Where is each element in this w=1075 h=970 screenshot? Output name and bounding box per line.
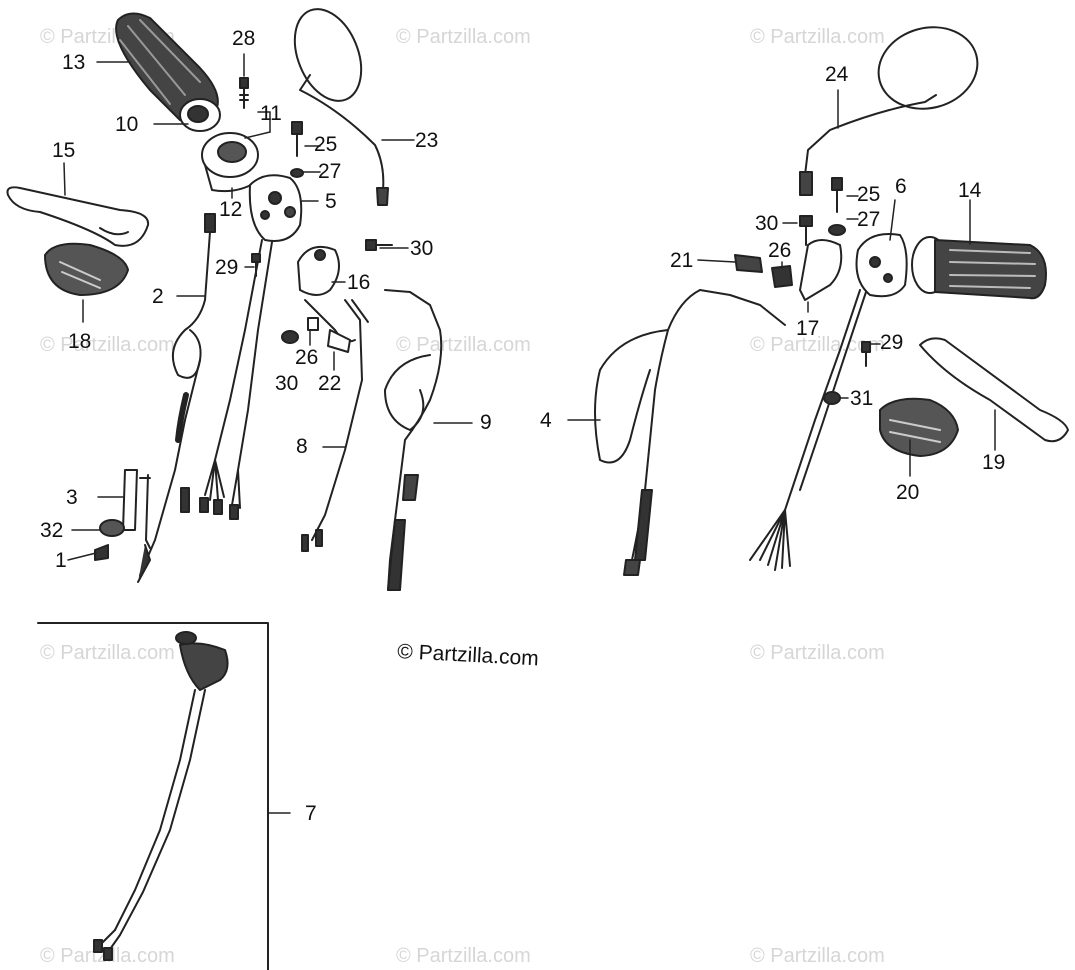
watermark: © Partzilla.com bbox=[396, 26, 531, 48]
watermark: © Partzilla.com bbox=[750, 945, 885, 967]
callout-20: 20 bbox=[896, 481, 920, 504]
clutch-cable-part-2 bbox=[137, 213, 216, 583]
callout-1: 1 bbox=[55, 549, 67, 572]
right-mirror-part-24 bbox=[799, 26, 979, 196]
callout-22: 22 bbox=[318, 372, 342, 395]
front-brake-cable-part-4 bbox=[594, 289, 786, 576]
watermark: © Partzilla.com bbox=[40, 642, 175, 664]
clutch-bracket-part-18 bbox=[44, 242, 129, 296]
callout-10: 10 bbox=[115, 113, 139, 136]
brake-switch-parts-17-21-26 bbox=[734, 239, 843, 301]
brake-lever-part-19 bbox=[919, 337, 1069, 443]
right-switch-part-6 bbox=[855, 233, 908, 298]
bolt-part-29-left bbox=[251, 253, 261, 277]
front-brake-switch-part-16 bbox=[297, 246, 356, 343]
left-grip-part-13 bbox=[115, 12, 219, 125]
bolt-washer-part-25-27 bbox=[290, 121, 304, 178]
callout-25: 25 bbox=[857, 183, 881, 206]
bolt-part-29-right bbox=[861, 341, 871, 367]
callout-15: 15 bbox=[52, 139, 76, 162]
callout-29: 29 bbox=[880, 331, 904, 354]
callout-29: 29 bbox=[215, 256, 239, 279]
callout-16: 16 bbox=[347, 271, 371, 294]
left-mirror-part-23 bbox=[293, 8, 389, 206]
master-cylinder-part-20 bbox=[879, 397, 959, 457]
right-switch-harness bbox=[749, 289, 867, 571]
callout-7: 7 bbox=[305, 802, 317, 825]
throttle-cable-part-8 bbox=[301, 299, 369, 552]
switch-housing-part-11-12 bbox=[201, 132, 263, 193]
callout-23: 23 bbox=[415, 129, 439, 152]
watermark: © Partzilla.com bbox=[750, 26, 885, 48]
bolt-part-28 bbox=[239, 77, 249, 109]
leader-lines bbox=[63, 53, 996, 814]
watermark: © Partzilla.com bbox=[40, 334, 175, 356]
callout-30: 30 bbox=[755, 212, 779, 235]
callout-27: 27 bbox=[857, 208, 881, 231]
callout-18: 18 bbox=[68, 330, 92, 353]
callout-8: 8 bbox=[296, 435, 308, 458]
watermark: © Partzilla.com bbox=[396, 945, 531, 967]
inset-frame bbox=[37, 622, 269, 970]
callout-14: 14 bbox=[958, 179, 982, 202]
callout-25: 25 bbox=[314, 133, 338, 156]
switch-parts-22-26-30 bbox=[281, 317, 351, 353]
callout-17: 17 bbox=[796, 317, 820, 340]
bolt-washer-part-25-27-right bbox=[828, 177, 846, 236]
callout-11: 11 bbox=[260, 102, 282, 125]
left-switch-harness bbox=[180, 239, 273, 520]
callout-3: 3 bbox=[66, 486, 78, 509]
clutch-lever-part-15 bbox=[6, 186, 150, 247]
screw-part-30-top bbox=[365, 239, 393, 251]
screw-part-30-right bbox=[799, 215, 813, 246]
callout-26: 26 bbox=[768, 239, 792, 262]
callout-27: 27 bbox=[318, 160, 342, 183]
callout-12: 12 bbox=[219, 198, 243, 221]
watermark: © Partzilla.com bbox=[750, 642, 885, 664]
callout-32: 32 bbox=[40, 519, 64, 542]
callout-6: 6 bbox=[895, 175, 907, 198]
watermark: © Partzilla.com bbox=[396, 334, 531, 356]
callout-9: 9 bbox=[480, 411, 492, 434]
callout-24: 24 bbox=[825, 63, 849, 86]
callout-4: 4 bbox=[540, 409, 552, 432]
callout-5: 5 bbox=[325, 190, 337, 213]
throttle-cable-part-9 bbox=[384, 289, 443, 591]
callout-31: 31 bbox=[850, 387, 874, 410]
callout-21: 21 bbox=[670, 249, 694, 272]
callout-13: 13 bbox=[62, 51, 86, 74]
clutch-switch-part-7 bbox=[93, 631, 229, 961]
throttle-collar-part-10 bbox=[179, 98, 221, 132]
left-switch-part-5 bbox=[248, 174, 303, 242]
callout-30: 30 bbox=[410, 237, 434, 260]
callout-19: 19 bbox=[982, 451, 1006, 474]
cable-fittings-part-1-3-32 bbox=[94, 469, 151, 561]
callout-26: 26 bbox=[295, 346, 319, 369]
nut-part-31 bbox=[823, 391, 841, 405]
callout-28: 28 bbox=[232, 27, 256, 50]
right-grip-part-14 bbox=[911, 236, 1047, 300]
callout-2: 2 bbox=[152, 285, 164, 308]
callout-30: 30 bbox=[275, 372, 299, 395]
